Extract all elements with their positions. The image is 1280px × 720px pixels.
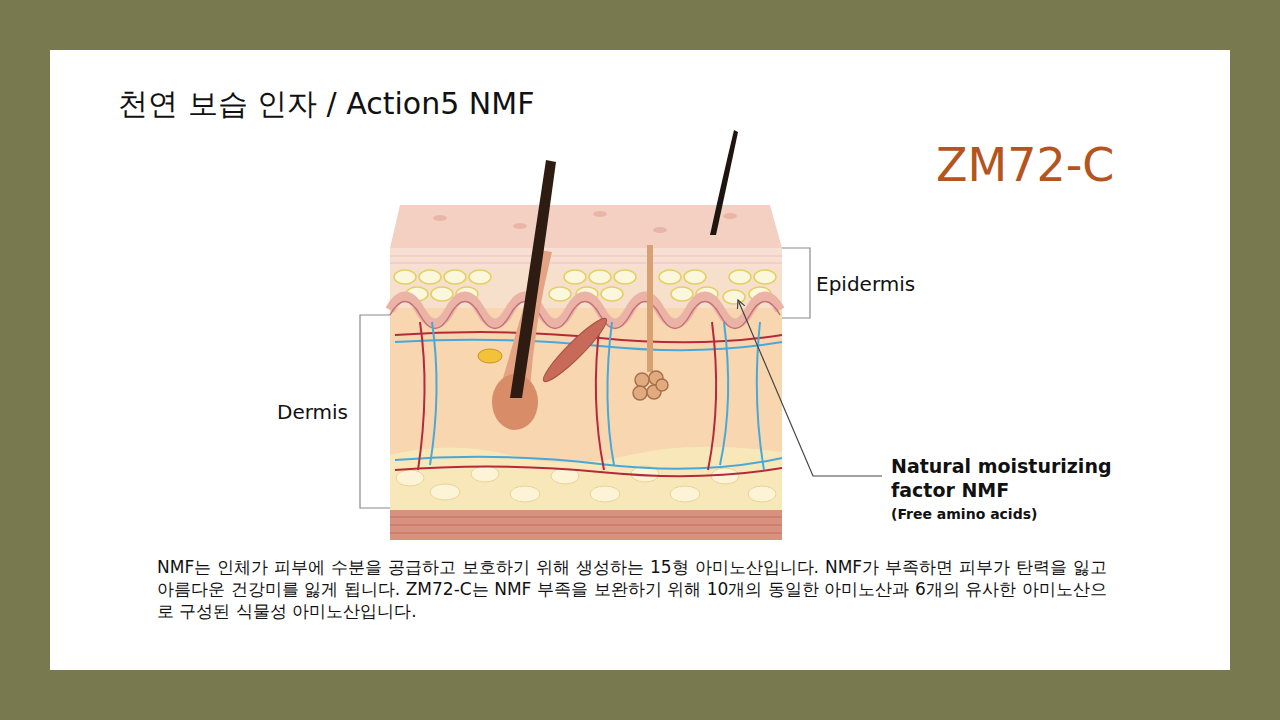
- illustration-part: [471, 466, 499, 482]
- illustration-part: [633, 386, 647, 400]
- illustration-part: [729, 270, 751, 284]
- illustration-part: [390, 517, 782, 533]
- illustration-part: [390, 510, 782, 540]
- callout-label: Natural moisturizing factor NMF: [891, 454, 1141, 502]
- illustration-part: [390, 263, 782, 264]
- illustration-part: [757, 322, 764, 470]
- illustration-part: [396, 470, 424, 486]
- illustration-part: [670, 486, 700, 502]
- illustration-part: [510, 160, 556, 398]
- slide-title: 천연 보습 인자 / Action5 NMF: [118, 84, 534, 125]
- illustration-part: [653, 227, 667, 233]
- illustration-part: [431, 287, 453, 301]
- illustration-part: [430, 484, 460, 500]
- illustration-part: [601, 287, 623, 301]
- illustration-part: [656, 379, 668, 391]
- illustration-part: [390, 525, 782, 526]
- body-caption: NMF는 인체가 피부에 수분을 공급하고 보호하기 위해 생성하는 15형 아…: [157, 556, 1107, 622]
- illustration-part: [395, 457, 782, 469]
- callout-sublabel: (Free amino acids): [891, 506, 1037, 522]
- illustration-part: [390, 302, 780, 329]
- illustration-part: [596, 322, 604, 470]
- illustration-part: [549, 287, 571, 301]
- illustration-part: [360, 315, 390, 508]
- illustration-part: [390, 256, 782, 257]
- illustration-part: [710, 130, 738, 235]
- illustration-part: [419, 270, 441, 284]
- illustration-part: [469, 270, 491, 284]
- illustration-part: [394, 270, 416, 284]
- illustration-part: [390, 205, 782, 248]
- illustration-part: [390, 297, 780, 324]
- illustration-part: [671, 287, 693, 301]
- illustration-part: [720, 322, 728, 465]
- illustration-part: [723, 213, 737, 219]
- illustration-part: [538, 313, 612, 387]
- illustration-part: [390, 447, 782, 510]
- layer-label: Dermis: [277, 400, 348, 424]
- illustration-part: [444, 270, 466, 284]
- illustration-part: [510, 486, 540, 502]
- illustration-part: [564, 270, 586, 284]
- illustration-part: [684, 270, 706, 284]
- illustration-part: [590, 486, 620, 502]
- layer-label: Epidermis: [816, 272, 915, 296]
- illustration-part: [614, 270, 636, 284]
- illustration-part: [390, 248, 782, 268]
- illustration-part: [738, 300, 882, 476]
- illustration-part: [659, 270, 681, 284]
- illustration-part: [754, 270, 776, 284]
- illustration-part: [430, 322, 437, 465]
- illustration-part: [390, 533, 782, 534]
- illustration-part: [593, 211, 607, 217]
- illustration-part: [782, 248, 810, 318]
- illustration-part: [390, 517, 782, 518]
- illustration-part: [635, 373, 649, 387]
- illustration-part: [723, 290, 745, 304]
- illustration-part: [513, 223, 527, 229]
- illustration-part: [647, 245, 653, 372]
- illustration-part: [418, 322, 425, 470]
- illustration-part: [607, 322, 614, 465]
- illustration-part: [589, 270, 611, 284]
- illustration-part: [390, 248, 782, 540]
- illustration-part: [708, 322, 716, 470]
- illustration-part: [748, 486, 776, 502]
- product-code: ZM72-C: [936, 138, 1114, 192]
- illustration-part: [633, 371, 668, 400]
- illustration-part: [395, 466, 782, 476]
- illustration-part: [478, 349, 502, 363]
- illustration-part: [433, 215, 447, 221]
